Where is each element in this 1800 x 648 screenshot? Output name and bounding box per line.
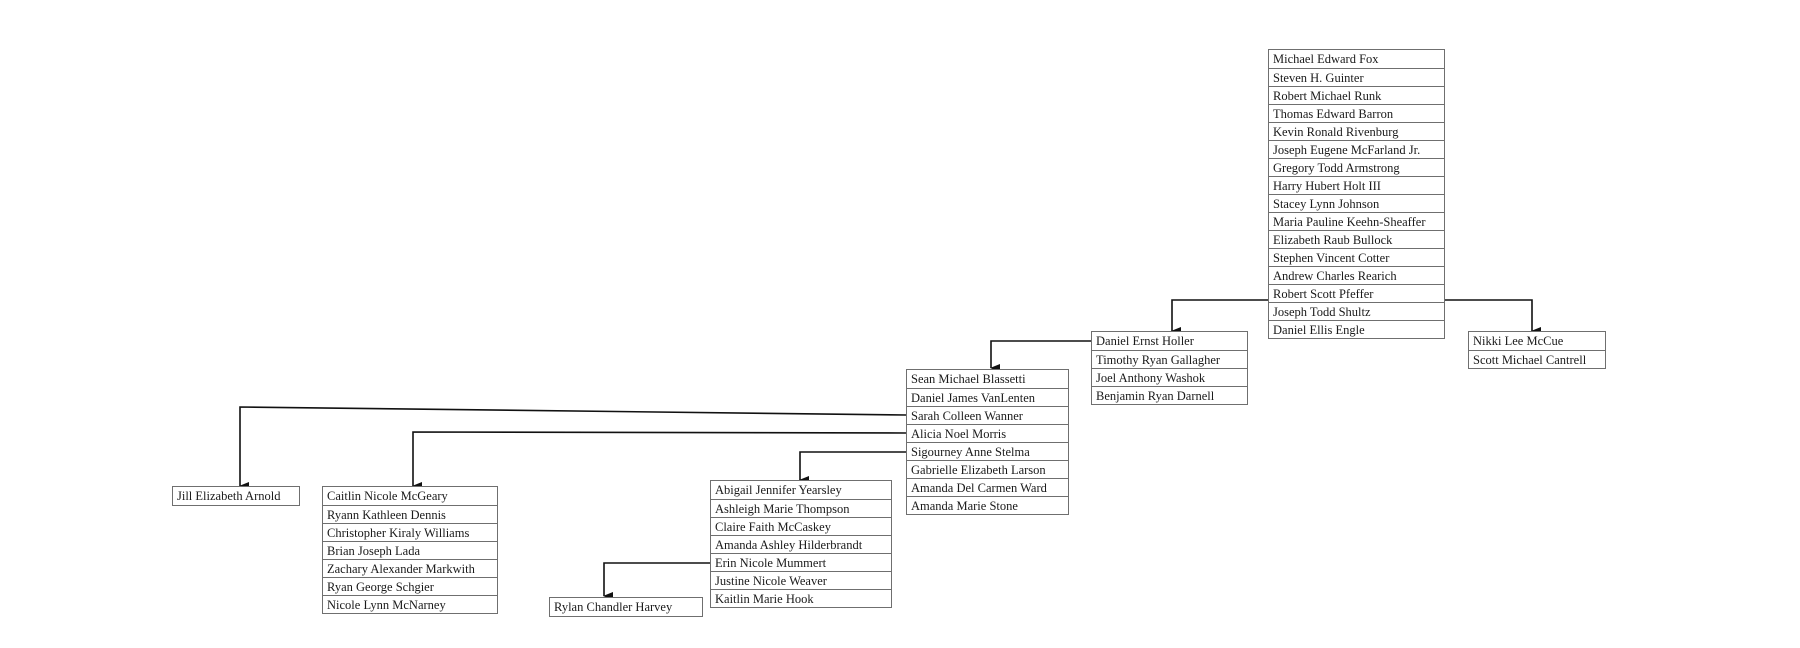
connector-pfeffer-to-holler [1171, 299, 1268, 335]
person-name: Nikki Lee McCue [1473, 334, 1564, 348]
person-name: Gregory Todd Armstrong [1269, 158, 1444, 176]
person-name: Zachary Alexander Markwith [323, 559, 497, 577]
person-name: Kaitlin Marie Hook [711, 589, 891, 607]
person-name: Brian Joseph Lada [323, 541, 497, 559]
person-name: Alicia Noel Morris [907, 424, 1068, 442]
person-name: Harry Hubert Holt III [1269, 176, 1444, 194]
person-name: Stephen Vincent Cotter [1269, 248, 1444, 266]
person-name: Joseph Eugene McFarland Jr. [1269, 140, 1444, 158]
person-name: Daniel Ernst Holler [1096, 334, 1194, 348]
name-group-8: Rylan Chandler Harvey [549, 597, 703, 617]
person-name: Gabrielle Elizabeth Larson [907, 460, 1068, 478]
person-name: Amanda Ashley Hilderbrandt [711, 535, 891, 553]
person-name: Claire Faith McCaskey [711, 517, 891, 535]
person-name: Benjamin Ryan Darnell [1092, 386, 1247, 404]
person-name: Steven H. Guinter [1269, 68, 1444, 86]
connector-mummert-to-harvey [603, 562, 712, 600]
person-name: Amanda Marie Stone [907, 496, 1068, 514]
person-name: Daniel James VanLenten [907, 388, 1068, 406]
name-group-5: Jill Elizabeth Arnold [172, 486, 300, 506]
person-name: Robert Michael Runk [1269, 86, 1444, 104]
person-name: Erin Nicole Mummert [711, 553, 891, 571]
person-name: Sean Michael Blassetti [911, 372, 1026, 386]
person-name: Rylan Chandler Harvey [554, 600, 673, 614]
person-name: Timothy Ryan Gallagher [1092, 350, 1247, 368]
person-name: Nicole Lynn McNarney [323, 595, 497, 613]
connector-morris-to-mcgeary [412, 431, 907, 490]
person-name: Sarah Colleen Wanner [907, 406, 1068, 424]
connector-pfeffer-to-mccue [1445, 299, 1541, 335]
person-name: Ashleigh Marie Thompson [711, 499, 891, 517]
person-name: Kevin Ronald Rivenburg [1269, 122, 1444, 140]
person-name: Ryan George Schgier [323, 577, 497, 595]
person-name: Justine Nicole Weaver [711, 571, 891, 589]
connector-stelma-to-yearsley [799, 451, 906, 484]
person-name: Sigourney Anne Stelma [907, 442, 1068, 460]
connector-wanner-to-arnold [239, 406, 907, 490]
person-name: Jill Elizabeth Arnold [177, 489, 281, 503]
person-name: Scott Michael Cantrell [1469, 350, 1605, 368]
person-name: Daniel Ellis Engle [1269, 320, 1444, 338]
person-name: Elizabeth Raub Bullock [1269, 230, 1444, 248]
person-name: Stacey Lynn Johnson [1269, 194, 1444, 212]
person-name: Joel Anthony Washok [1092, 368, 1247, 386]
person-name: Christopher Kiraly Williams [323, 523, 497, 541]
person-name: Joseph Todd Shultz [1269, 302, 1444, 320]
person-name: Ryann Kathleen Dennis [323, 505, 497, 523]
person-name: Maria Pauline Keehn-Sheaffer [1269, 212, 1444, 230]
person-name: Robert Scott Pfeffer [1269, 284, 1444, 302]
person-name: Thomas Edward Barron [1269, 104, 1444, 122]
person-name: Amanda Del Carmen Ward [907, 478, 1068, 496]
person-name: Abigail Jennifer Yearsley [715, 483, 842, 497]
person-name: Andrew Charles Rearich [1269, 266, 1444, 284]
person-name: Michael Edward Fox [1273, 52, 1379, 66]
person-name: Caitlin Nicole McGeary [327, 489, 448, 503]
connector-holler-to-blassetti [990, 340, 1091, 372]
